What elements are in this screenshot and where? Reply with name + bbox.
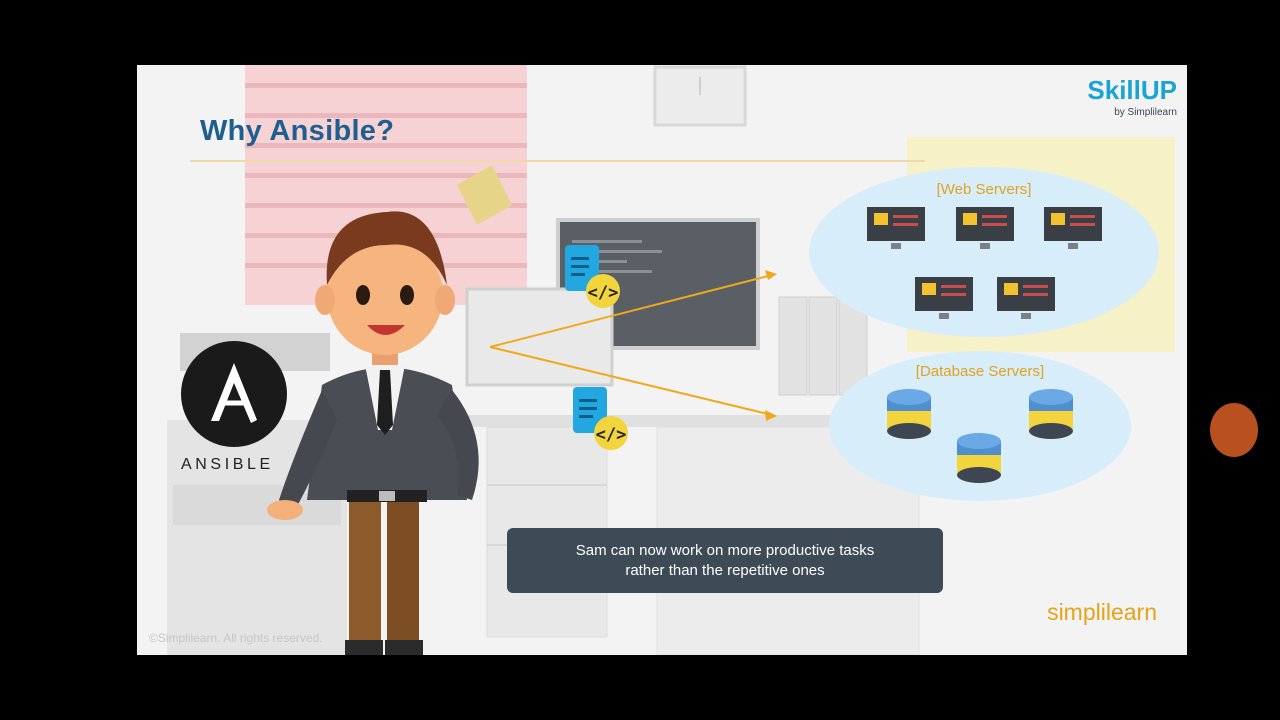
character-sam [267, 211, 479, 655]
database-cylinder-icon [957, 433, 1001, 483]
server-monitor-icon [997, 277, 1055, 319]
title-underline [190, 160, 925, 162]
web-server-icons [867, 207, 1102, 319]
code-file-icon: </> [565, 245, 620, 308]
simplilearn-logo: simplilearn [1047, 599, 1157, 625]
database-servers-label: [Database Servers] [915, 363, 1045, 380]
code-file-icon: </> [573, 387, 628, 450]
copyright-text: ©Simplilearn. All rights reserved. [149, 631, 323, 645]
database-cylinder-icon [887, 389, 931, 439]
web-servers-label: [Web Servers] [936, 181, 1032, 198]
database-icons [887, 389, 1073, 483]
server-monitor-icon [1044, 207, 1102, 249]
database-cylinder-icon [1029, 389, 1073, 439]
svg-text:</>: </> [596, 425, 627, 445]
server-monitor-icon [867, 207, 925, 249]
server-monitor-icon [956, 207, 1014, 249]
skillup-logo-byline: by Simplilearn [1114, 107, 1177, 118]
web-servers-cloud: [Web Servers] [809, 167, 1159, 337]
caption-box: Sam can now work on more productive task… [507, 528, 943, 593]
ansible-wordmark: ANSIBLE [181, 456, 274, 473]
slide-title: Why Ansible? [200, 115, 395, 147]
ansible-logo-icon [181, 341, 287, 447]
video-slide: Why Ansible? SkillUP by Simplilearn ANSI… [137, 65, 1187, 655]
svg-text:</>: </> [588, 283, 619, 303]
server-monitor-icon [915, 277, 973, 319]
caption-line: Sam can now work on more productive task… [575, 541, 875, 559]
skillup-logo-name: SkillUP [1087, 75, 1177, 105]
caption-line: rather than the repetitive ones [625, 561, 825, 579]
floating-bubble-button[interactable] [1210, 403, 1258, 457]
skillup-logo: SkillUP by Simplilearn [1087, 77, 1177, 118]
